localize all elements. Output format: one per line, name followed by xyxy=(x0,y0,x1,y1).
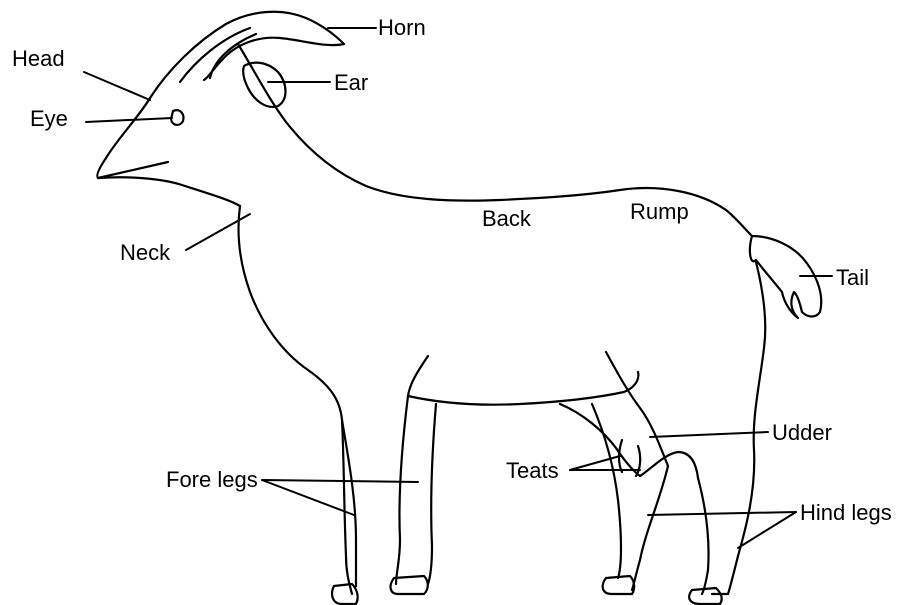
belly-outline xyxy=(408,372,638,405)
jaw-outline xyxy=(98,177,240,206)
udder-leader xyxy=(650,432,768,437)
hind-leg-near-outline xyxy=(592,404,621,578)
ear-outline xyxy=(243,63,285,107)
label-teats: Teats xyxy=(506,458,559,483)
part-labels: Horn Head Ear Eye Neck Back Rump Tail Ud… xyxy=(12,15,892,525)
fore-elbow-outline xyxy=(408,356,428,396)
hind-legs-leader-near xyxy=(648,512,796,515)
fore-leg-rear-outline xyxy=(396,396,436,584)
back-outline xyxy=(238,44,821,317)
eye-leader xyxy=(86,118,172,122)
fore-hoof-outline xyxy=(332,584,358,604)
label-ear: Ear xyxy=(334,70,368,95)
hind-leg-far-outline xyxy=(632,466,668,590)
tail-base-outline xyxy=(750,236,756,261)
hind-leg-back-outline xyxy=(698,478,709,594)
label-head: Head xyxy=(12,46,65,71)
goat-outline xyxy=(97,12,821,604)
label-rump: Rump xyxy=(630,199,689,224)
neck-leader xyxy=(186,214,250,250)
fore-legs-leader-rear xyxy=(262,480,418,482)
label-hind-legs: Hind legs xyxy=(800,500,892,525)
fore-legs-leader-front xyxy=(262,480,354,515)
rear-outline xyxy=(712,262,765,594)
label-tail: Tail xyxy=(836,265,869,290)
head-outline xyxy=(97,98,168,178)
label-udder: Udder xyxy=(772,420,832,445)
hind-hoof-2-outline xyxy=(689,588,721,604)
label-horn: Horn xyxy=(378,15,426,40)
label-eye: Eye xyxy=(30,106,68,131)
label-fore-legs: Fore legs xyxy=(166,467,258,492)
head-leader xyxy=(84,72,150,100)
label-neck: Neck xyxy=(120,240,171,265)
tail-outline xyxy=(756,260,802,318)
label-back: Back xyxy=(482,206,532,231)
neck-outline xyxy=(238,206,352,594)
